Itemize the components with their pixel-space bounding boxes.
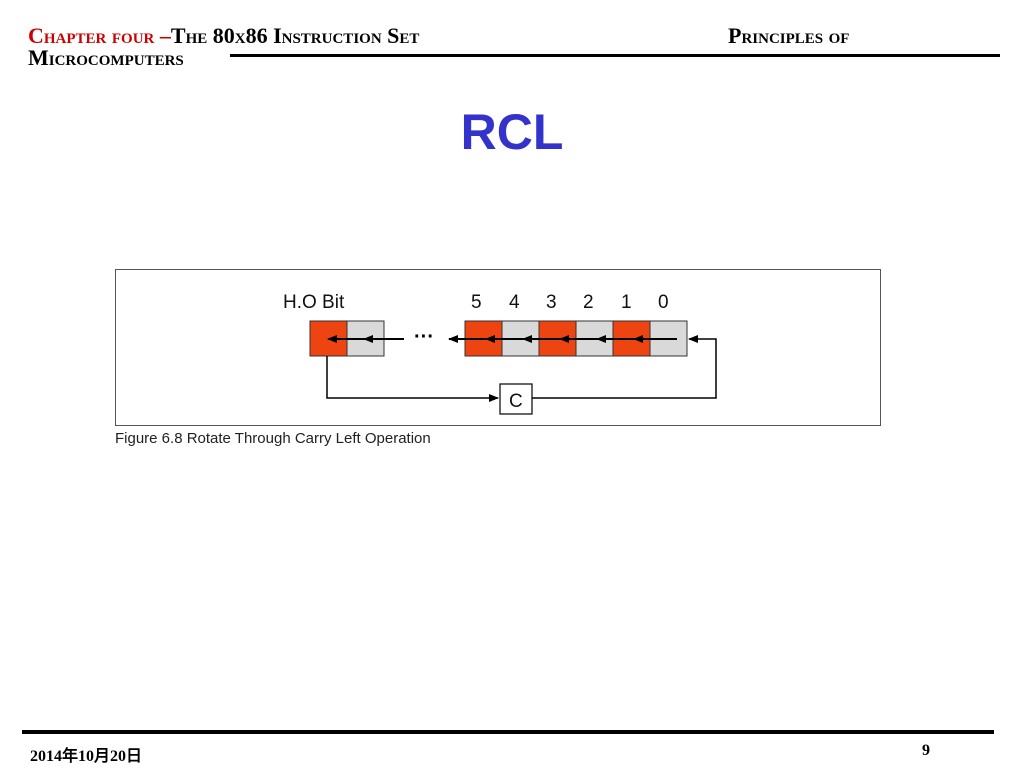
bit-label-5: 5 <box>471 292 482 313</box>
course-title: Principles of <box>728 23 850 48</box>
bit-label-1: 1 <box>621 292 632 313</box>
rcl-figure: H.O Bit 5 4 3 2 1 0 ··· <box>115 269 881 426</box>
bit-label-3: 3 <box>546 292 557 313</box>
bit-label-0: 0 <box>658 292 669 313</box>
chapter-label: Chapter four – <box>28 23 171 48</box>
ellipsis: ··· <box>414 326 434 348</box>
course-title-continued: Microcomputers <box>28 45 184 70</box>
footer-rule <box>22 730 994 734</box>
bit-label-4: 4 <box>509 292 520 313</box>
chapter-subject: The 80x86 Instruction Set <box>170 23 420 48</box>
footer-date: 2014年10月20日 <box>30 748 143 765</box>
carry-flag-box <box>499 383 533 415</box>
slide-title: RCL <box>460 104 564 160</box>
header-rule <box>230 54 1000 57</box>
bit-label-2: 2 <box>583 292 594 313</box>
slide-header: Chapter four –The 80x86 Instruction Set … <box>28 23 988 70</box>
rcl-diagram: H.O Bit 5 4 3 2 1 0 ··· <box>283 292 717 415</box>
page-number: 9 <box>922 742 930 759</box>
figure-caption: Figure 6.8 Rotate Through Carry Left Ope… <box>115 430 431 447</box>
hob-label: H.O Bit <box>283 292 345 313</box>
carry-label: C <box>509 391 523 412</box>
ho-to-carry-line <box>326 356 499 402</box>
carry-to-bit0-line <box>532 335 717 399</box>
